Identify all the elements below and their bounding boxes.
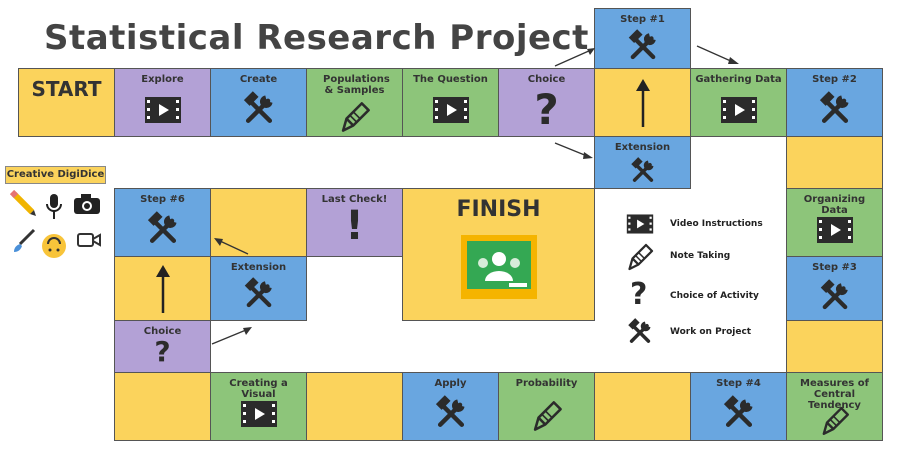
start-label: START bbox=[31, 77, 102, 101]
tile-organizing-data[interactable]: Organizing Data bbox=[786, 188, 883, 257]
finish-label: FINISH bbox=[456, 197, 541, 222]
tools-icon bbox=[818, 279, 852, 313]
face-icon[interactable] bbox=[40, 232, 68, 260]
choice-top-label: Choice bbox=[527, 74, 566, 85]
arrow-up-icon bbox=[636, 79, 650, 127]
tile-extension-top[interactable]: Extension bbox=[594, 136, 691, 189]
tools-icon bbox=[626, 29, 660, 63]
tile-choice-bottom[interactable]: Choice ? bbox=[114, 320, 211, 373]
choice-bottom-label: Choice bbox=[143, 326, 182, 337]
tile-bottom-2[interactable] bbox=[306, 372, 403, 441]
last-check-label: Last Check! bbox=[321, 194, 388, 205]
tools-icon bbox=[433, 395, 469, 431]
tile-center-top[interactable] bbox=[594, 68, 691, 137]
tile-right-1[interactable] bbox=[786, 136, 883, 189]
tile-right-2[interactable] bbox=[786, 320, 883, 373]
tile-step-3[interactable]: Step #3 bbox=[786, 256, 883, 321]
note-icon bbox=[819, 405, 851, 437]
tile-left-mid[interactable] bbox=[114, 256, 211, 321]
tile-choice-top[interactable]: Choice ? bbox=[498, 68, 595, 137]
question-icon: ? bbox=[154, 335, 171, 368]
step4-label: Step #4 bbox=[716, 378, 761, 389]
path-arrow bbox=[211, 327, 252, 345]
creating-visual-label: Creating a Visual bbox=[229, 378, 288, 400]
arrow-up-icon bbox=[156, 265, 170, 313]
tile-step-1[interactable]: Step #1 bbox=[594, 8, 691, 69]
tools-icon bbox=[629, 157, 657, 185]
tools-icon bbox=[241, 91, 277, 127]
note-icon bbox=[625, 242, 655, 272]
legend-choice-label: Choice of Activity bbox=[670, 291, 759, 301]
video-icon bbox=[719, 95, 759, 125]
classroom-icon bbox=[461, 235, 537, 299]
tile-create[interactable]: Create bbox=[210, 68, 307, 137]
tile-step-4[interactable]: Step #4 bbox=[690, 372, 787, 441]
organizing-label: Organizing Data bbox=[803, 194, 866, 216]
explore-label: Explore bbox=[141, 74, 184, 85]
probability-label: Probability bbox=[515, 378, 578, 389]
create-label: Create bbox=[239, 74, 278, 85]
question-label: The Question bbox=[413, 74, 488, 85]
digidice-label: Creative DigiDice bbox=[5, 166, 106, 184]
tile-the-question[interactable]: The Question bbox=[402, 68, 499, 137]
gathering-label: Gathering Data bbox=[695, 74, 782, 85]
path-arrow bbox=[214, 238, 249, 255]
legend-note-label: Note Taking bbox=[670, 251, 731, 261]
exclamation-icon: ! bbox=[345, 203, 364, 249]
tile-populations-samples[interactable]: Populations & Samples bbox=[306, 68, 403, 137]
path-arrow bbox=[554, 142, 593, 159]
step3-label: Step #3 bbox=[812, 262, 857, 273]
path-arrow bbox=[696, 45, 739, 64]
tile-bottom-1[interactable] bbox=[594, 372, 691, 441]
tile-start[interactable]: START bbox=[18, 68, 115, 137]
apply-label: Apply bbox=[434, 378, 467, 389]
tile-extension-mid[interactable]: Extension bbox=[210, 256, 307, 321]
extension-mid-label: Extension bbox=[230, 262, 287, 273]
tile-step-6[interactable]: Step #6 bbox=[114, 188, 211, 257]
tile-apply[interactable]: Apply bbox=[402, 372, 499, 441]
question-icon: ? bbox=[630, 277, 648, 312]
video-icon bbox=[143, 95, 183, 125]
tile-last-check[interactable]: Last Check! ! bbox=[306, 188, 403, 257]
note-icon bbox=[338, 100, 372, 134]
step6-label: Step #6 bbox=[140, 194, 185, 205]
pencil-icon[interactable] bbox=[10, 190, 38, 218]
step1-label: Step #1 bbox=[620, 14, 665, 25]
tile-bottom-3[interactable] bbox=[114, 372, 211, 441]
tools-icon bbox=[721, 395, 757, 431]
tile-gathering-data[interactable]: Gathering Data bbox=[690, 68, 787, 137]
legend-video-label: Video Instructions bbox=[670, 219, 763, 229]
tile-explore[interactable]: Explore bbox=[114, 68, 211, 137]
camera-icon[interactable] bbox=[72, 192, 102, 216]
tools-icon bbox=[242, 277, 276, 311]
video-camera-icon[interactable] bbox=[76, 230, 102, 250]
video-icon bbox=[239, 399, 279, 429]
tile-probability[interactable]: Probability bbox=[498, 372, 595, 441]
video-icon bbox=[431, 95, 471, 125]
tile-inner-top[interactable] bbox=[210, 188, 307, 257]
tile-measures-central-tendency[interactable]: Measures of Central Tendency bbox=[786, 372, 883, 441]
note-icon bbox=[530, 399, 564, 433]
video-icon bbox=[625, 213, 655, 235]
tile-creating-visual[interactable]: Creating a Visual bbox=[210, 372, 307, 441]
step2-label: Step #2 bbox=[812, 74, 857, 85]
tile-finish[interactable]: FINISH bbox=[402, 188, 595, 321]
extension-top-label: Extension bbox=[614, 142, 671, 153]
page-title: Statistical Research Project bbox=[44, 18, 589, 58]
tile-step-2[interactable]: Step #2 bbox=[786, 68, 883, 137]
measures-label: Measures of Central Tendency bbox=[800, 378, 869, 411]
path-arrow bbox=[554, 48, 595, 67]
tools-icon bbox=[145, 211, 181, 247]
microphone-icon[interactable] bbox=[44, 192, 64, 222]
brush-icon[interactable] bbox=[10, 226, 38, 254]
tools-icon bbox=[817, 91, 853, 127]
populations-label: Populations & Samples bbox=[323, 74, 390, 96]
legend-tools-label: Work on Project bbox=[670, 327, 752, 337]
question-icon: ? bbox=[534, 85, 559, 134]
tools-icon bbox=[626, 318, 654, 346]
video-icon bbox=[815, 215, 855, 245]
